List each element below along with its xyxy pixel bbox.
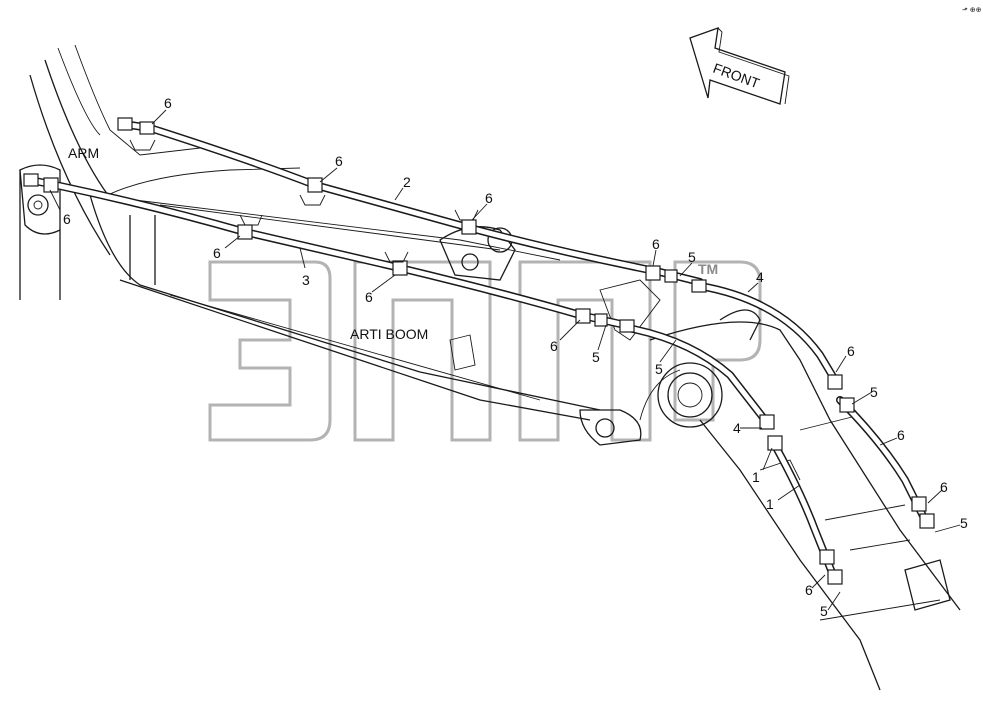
fitting bbox=[23, 173, 39, 187]
leader-lines bbox=[49, 109, 961, 611]
fitting bbox=[461, 219, 477, 235]
front-arrow: FRONT bbox=[689, 27, 790, 105]
callout-6: 1 bbox=[752, 469, 760, 485]
fitting bbox=[619, 319, 635, 333]
callout-3: 3 bbox=[302, 272, 310, 288]
callout-5: 5 bbox=[960, 515, 968, 531]
callout-6: 6 bbox=[213, 245, 221, 261]
fittings bbox=[23, 117, 935, 585]
fitting bbox=[919, 513, 935, 529]
arti-boom-label: ARTI BOOM bbox=[350, 326, 428, 342]
callout-6: 6 bbox=[63, 211, 71, 227]
corner-mark: ⬏ ⊕⊕ bbox=[962, 7, 982, 14]
watermark-logo: TM bbox=[208, 260, 762, 442]
callout-6: 6 bbox=[335, 153, 343, 169]
fitting bbox=[117, 117, 133, 131]
fitting bbox=[839, 397, 855, 413]
fitting bbox=[575, 308, 591, 324]
callout-4: 5 bbox=[655, 361, 663, 377]
callout-6: 6 bbox=[805, 582, 813, 598]
fitting bbox=[911, 496, 927, 512]
hose-3 bbox=[26, 176, 629, 329]
fitting bbox=[827, 374, 843, 390]
clamps bbox=[129, 139, 479, 263]
fitting bbox=[645, 265, 661, 281]
callout-5: 5 bbox=[592, 349, 600, 365]
callout-5: 5 bbox=[820, 603, 828, 619]
fitting bbox=[307, 177, 323, 193]
main-boom-structure bbox=[639, 309, 961, 691]
callout-6: 6 bbox=[365, 289, 373, 305]
fitting bbox=[139, 121, 155, 135]
arti-boom-structure bbox=[89, 194, 661, 446]
fitting bbox=[594, 313, 608, 327]
callout-5: 4 bbox=[733, 420, 741, 436]
callout-1: 1 bbox=[766, 496, 774, 512]
callout-6: 6 bbox=[164, 95, 172, 111]
callout-6: 6 bbox=[940, 479, 948, 495]
hose-1-left bbox=[768, 436, 839, 584]
callout-2: 2 bbox=[403, 174, 411, 190]
fitting bbox=[691, 279, 707, 293]
callout-5: 6 bbox=[847, 343, 855, 359]
fitting bbox=[819, 549, 835, 565]
watermark-tm-text: TM bbox=[698, 261, 718, 277]
hose-4-upper bbox=[696, 282, 839, 384]
fitting bbox=[664, 269, 678, 283]
callout-5: 5 bbox=[688, 249, 696, 265]
fitting bbox=[759, 414, 775, 430]
fitting bbox=[767, 435, 783, 451]
callout-1: 6 bbox=[897, 427, 905, 443]
fitting bbox=[392, 260, 408, 276]
hose-2 bbox=[126, 121, 704, 286]
callout-6: 5 bbox=[870, 384, 878, 400]
callout-6: 6 bbox=[550, 338, 558, 354]
callout-4: 4 bbox=[756, 269, 764, 285]
fitting bbox=[827, 569, 843, 585]
callout-6: 6 bbox=[485, 190, 493, 206]
fitting bbox=[43, 177, 59, 193]
fitting bbox=[237, 224, 253, 240]
hose-4-lower bbox=[624, 324, 769, 424]
callout-6: 6 bbox=[652, 236, 660, 252]
callouts: 6 6 6 2 6 6 3 6 6 5 4 6 5 6 5 4 5 6 1 1 … bbox=[63, 95, 968, 619]
arm-label: ARM bbox=[68, 145, 99, 161]
arm-structure bbox=[19, 44, 301, 300]
